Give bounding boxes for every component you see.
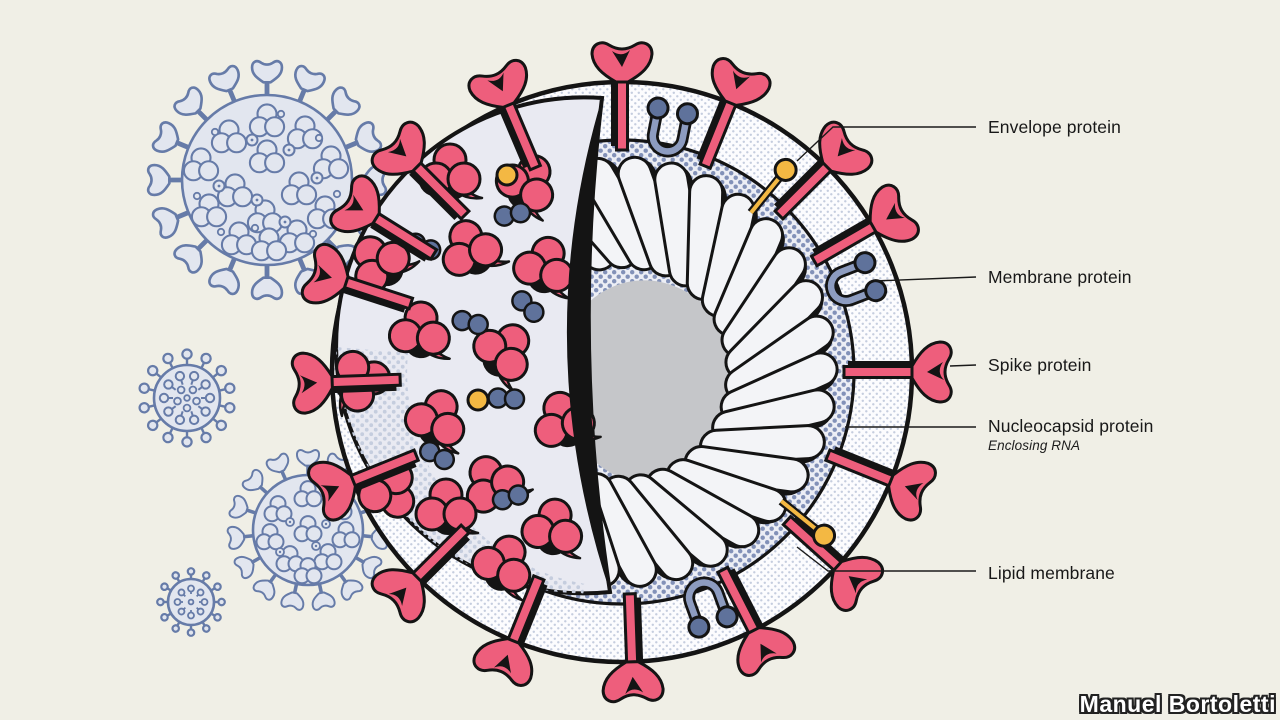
spike-protein-glyph — [696, 57, 772, 171]
leader-line-spike-protein — [949, 364, 977, 367]
envelope-protein-dot — [495, 163, 519, 187]
label-lipid-membrane: Lipid membrane — [988, 562, 1115, 584]
cutaway-edge — [566, 98, 610, 592]
spike-protein-glyph — [715, 565, 797, 677]
label-nucleocapsid-protein-subtext: Enclosing RNA — [988, 438, 1081, 453]
spike-protein-glyph — [290, 351, 402, 415]
envelope-protein-glyph — [778, 497, 837, 548]
artist-credit: Manuel Bortoletti — [1079, 691, 1276, 717]
rna-core — [557, 280, 739, 484]
background-virus-small — [156, 567, 226, 637]
spike-protein-glyph — [467, 58, 543, 172]
membrane-protein-glyph — [646, 96, 699, 158]
spike-base-trefoil — [472, 323, 531, 392]
leader-line-membrane-protein — [873, 276, 977, 282]
spike-protein-glyph — [823, 446, 937, 522]
spike-protein-glyph — [300, 243, 415, 313]
membrane-protein-dots — [418, 440, 456, 471]
membrane-protein-glyph — [683, 576, 739, 639]
spike-protein-glyph — [329, 174, 439, 262]
label-envelope-protein: Envelope protein — [988, 116, 1121, 138]
spike-protein-glyph — [370, 120, 472, 222]
label-membrane-protein-text: Membrane protein — [988, 267, 1132, 287]
spike-protein-glyph — [590, 41, 654, 152]
spike-base-trefoil — [470, 534, 532, 602]
spike-base-trefoil — [403, 389, 466, 455]
envelope-protein-dot — [466, 388, 490, 412]
spike-protein-glyph — [842, 340, 953, 404]
spike-base-trefoil — [441, 219, 511, 277]
spike-protein-glyph — [307, 448, 421, 522]
membrane-protein-dots — [511, 290, 545, 323]
label-nucleocapsid-protein-text: Nucleocapsid protein — [988, 416, 1154, 436]
membrane-protein-dots — [493, 202, 532, 227]
leader-line-envelope-protein — [796, 126, 976, 162]
spike-base-trefoil — [512, 235, 575, 300]
main-virus — [290, 41, 953, 704]
label-envelope-protein-text: Envelope protein — [988, 117, 1121, 137]
label-nucleocapsid-protein: Nucleocapsid protein Enclosing RNA — [988, 415, 1153, 454]
membrane-protein-dots — [487, 387, 526, 410]
label-lipid-membrane-text: Lipid membrane — [988, 563, 1115, 583]
spike-base-trefoil — [520, 497, 584, 560]
spike-base-trefoil — [387, 300, 451, 360]
label-spike-protein: Spike protein — [988, 354, 1091, 376]
spike-base-trefoil — [414, 477, 480, 535]
membrane-protein-glyph — [825, 251, 888, 307]
spike-protein-glyph — [472, 573, 548, 687]
spike-protein-glyph — [370, 522, 472, 624]
membrane-protein-dots — [451, 309, 489, 336]
spike-protein-glyph — [772, 120, 874, 222]
background-virus-snowflake — [138, 348, 236, 448]
membrane-protein-dots — [491, 484, 530, 511]
label-spike-protein-text: Spike protein — [988, 355, 1092, 375]
envelope-protein-glyph — [747, 157, 798, 216]
spike-protein-glyph — [601, 592, 665, 704]
label-membrane-protein: Membrane protein — [988, 266, 1132, 288]
spike-protein-glyph — [809, 183, 920, 268]
leader-line-lipid-membrane — [796, 546, 976, 572]
